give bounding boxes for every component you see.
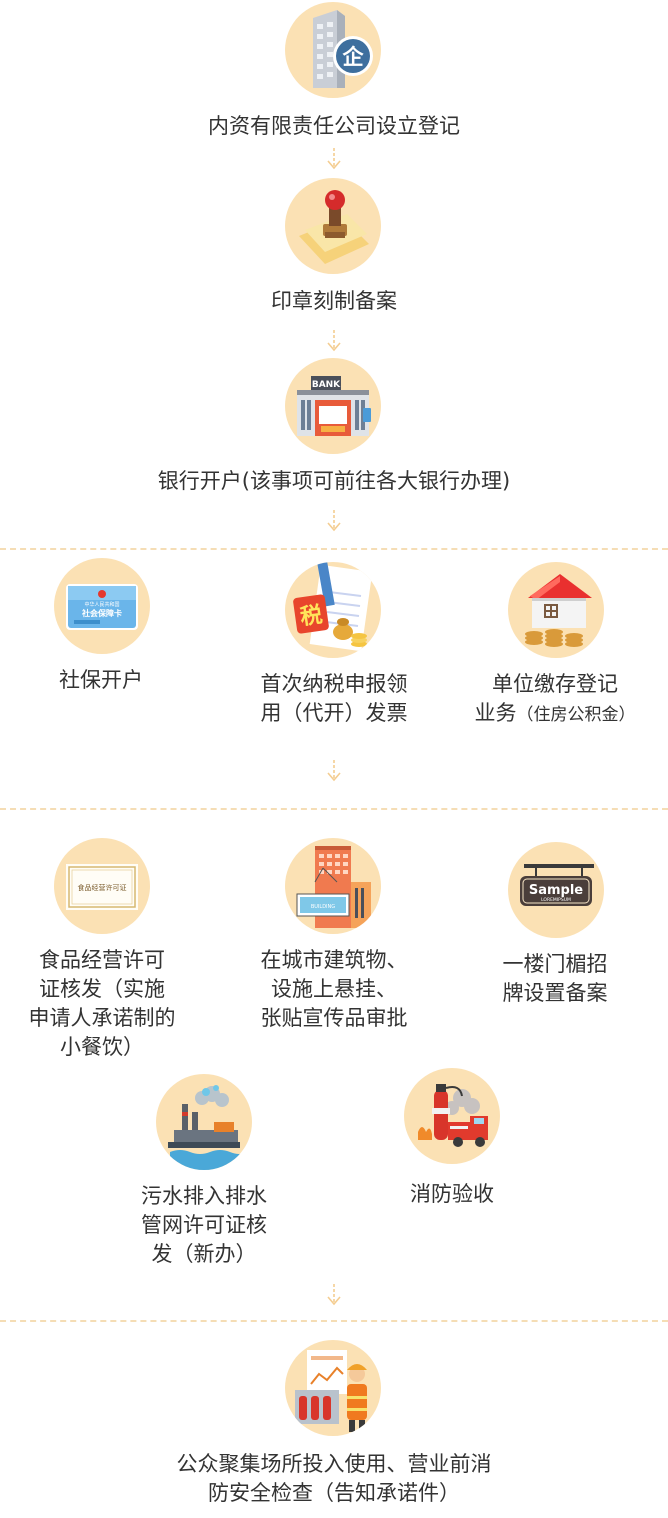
item-food-license-line1: 食品经营许可 [39, 948, 165, 972]
sewage-factory-icon [156, 1074, 252, 1170]
food-license-certificate-icon: 食品经营许可证 [54, 838, 150, 934]
signboard-main-text: Sample [529, 883, 583, 898]
item-building-ads-line3: 张贴宣传品审批 [260, 1006, 408, 1030]
step-seal-registration: 印章刻制备案 [271, 289, 397, 313]
item-tax-invoice: 首次纳税申报领 用（代开）发票 [234, 670, 434, 728]
item-housing-fund: 单位缴存登记 业务（住房公积金） [445, 670, 665, 730]
building-sign-text: BUILDING [311, 904, 335, 910]
card-subtitle: 中华人民共和国 [84, 601, 119, 608]
item-food-license-line4: 小餐饮） [60, 1035, 144, 1059]
step-public-venue-line2: 防安全检查（告知承诺件） [208, 1481, 460, 1505]
arrow-down-icon [327, 148, 341, 170]
item-building-ads-line2: 设施上悬挂、 [271, 977, 397, 1001]
item-tax-invoice-line1: 首次纳税申报领 [260, 672, 408, 696]
tax-icon: 税 [285, 562, 381, 658]
item-building-ads-line1: 在城市建筑物、 [260, 948, 408, 972]
arrow-down-icon [327, 760, 341, 782]
item-sewage-permit-line2: 管网许可证核 [141, 1213, 267, 1237]
step-public-venue-fire-check: 公众聚集场所投入使用、营业前消 防安全检查（告知承诺件） [104, 1450, 564, 1508]
item-housing-fund-line2: 业务（住房公积金） [445, 699, 665, 730]
certificate-text: 食品经营许可证 [78, 883, 127, 892]
step-bank-account: 银行开户(该事项可前往各大银行办理) [157, 469, 511, 493]
signboard-icon: Sample LOREMIPSUM [508, 842, 604, 938]
section-divider [0, 548, 668, 550]
city-building-sign-icon: BUILDING [285, 838, 381, 934]
item-housing-fund-note: （住房公积金） [516, 705, 636, 725]
enterprise-badge: 企 [342, 45, 365, 69]
seal-stamp-icon [285, 178, 381, 274]
section-divider [0, 808, 668, 810]
section-divider [0, 1320, 668, 1322]
item-sewage-permit-line3: 发（新办） [151, 1242, 257, 1266]
fire-extinguisher-icon [404, 1068, 500, 1164]
step-public-venue-line1: 公众聚集场所投入使用、营业前消 [176, 1452, 492, 1476]
arrow-down-icon [327, 1284, 341, 1306]
bank-icon: BANK [285, 358, 381, 454]
step-company-registration: 内资有限责任公司设立登记 [208, 114, 460, 138]
item-housing-fund-line1: 单位缴存登记 [492, 672, 618, 696]
item-tax-invoice-line2: 用（代开）发票 [260, 701, 408, 725]
item-fire-acceptance: 消防验收 [410, 1182, 494, 1206]
item-social-security: 社保开户 [59, 668, 143, 692]
item-food-license: 食品经营许可 证核发（实施 申请人承诺制的 小餐饮） [12, 946, 192, 1062]
item-signboard-line2: 牌设置备案 [502, 981, 608, 1005]
item-food-license-line2: 证核发（实施 [39, 977, 165, 1001]
item-housing-fund-line2a: 业务 [474, 701, 517, 725]
firefighter-icon [285, 1340, 381, 1436]
item-sewage-permit: 污水排入排水 管网许可证核 发（新办） [114, 1182, 294, 1269]
social-security-card-icon: 中华人民共和国 社会保障卡 [54, 558, 150, 654]
bank-badge: BANK [312, 380, 341, 390]
housing-fund-house-icon [508, 562, 604, 658]
item-signboard-line1: 一楼门楣招 [502, 952, 608, 976]
arrow-down-icon [327, 330, 341, 352]
item-food-license-line3: 申请人承诺制的 [28, 1006, 176, 1030]
signboard-sub-text: LOREMIPSUM [541, 897, 571, 903]
card-title: 社会保障卡 [81, 608, 122, 618]
item-building-ads: 在城市建筑物、 设施上悬挂、 张贴宣传品审批 [234, 946, 434, 1033]
tax-badge: 税 [299, 602, 324, 631]
item-signboard: 一楼门楣招 牌设置备案 [455, 950, 655, 1008]
enterprise-building-icon: 企 [285, 2, 381, 98]
arrow-down-icon [327, 510, 341, 532]
item-sewage-permit-line1: 污水排入排水 [141, 1184, 267, 1208]
